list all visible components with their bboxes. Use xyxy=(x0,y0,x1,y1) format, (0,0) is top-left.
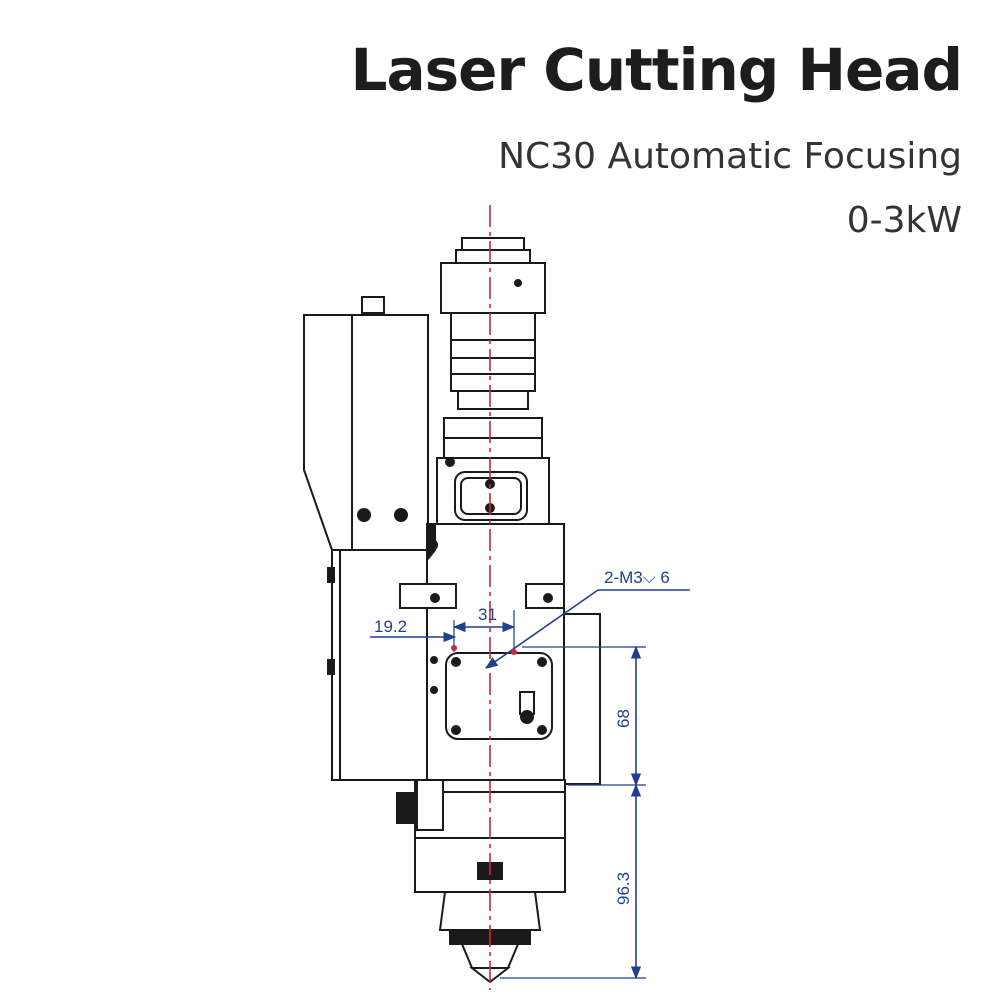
thread-callout: 2-M3⌵ 6 xyxy=(604,568,670,587)
side-knob xyxy=(396,792,418,824)
hole-marker xyxy=(511,649,517,655)
nozzle-assembly xyxy=(396,779,566,984)
dimension-lines xyxy=(370,589,690,980)
side-plate xyxy=(563,613,601,785)
dim-31: 31 xyxy=(478,605,497,624)
housing-cap xyxy=(361,296,385,314)
side-motor-housing xyxy=(303,296,435,781)
power-range: 0-3kW xyxy=(846,200,962,241)
collimator-assembly xyxy=(436,237,550,525)
dim-19-2: 19.2 xyxy=(374,617,407,636)
dim-96-3: 96.3 xyxy=(614,872,633,905)
mount-lug-left xyxy=(399,583,457,609)
main-body xyxy=(399,523,601,785)
cover-plate xyxy=(445,652,553,740)
model-subtitle: NC30 Automatic Focusing xyxy=(498,136,962,177)
screw-icon xyxy=(357,508,371,522)
hole-marker xyxy=(451,645,457,651)
screw-icon xyxy=(394,508,408,522)
dim-68: 68 xyxy=(614,709,633,728)
page-title: Laser Cutting Head xyxy=(350,36,963,104)
